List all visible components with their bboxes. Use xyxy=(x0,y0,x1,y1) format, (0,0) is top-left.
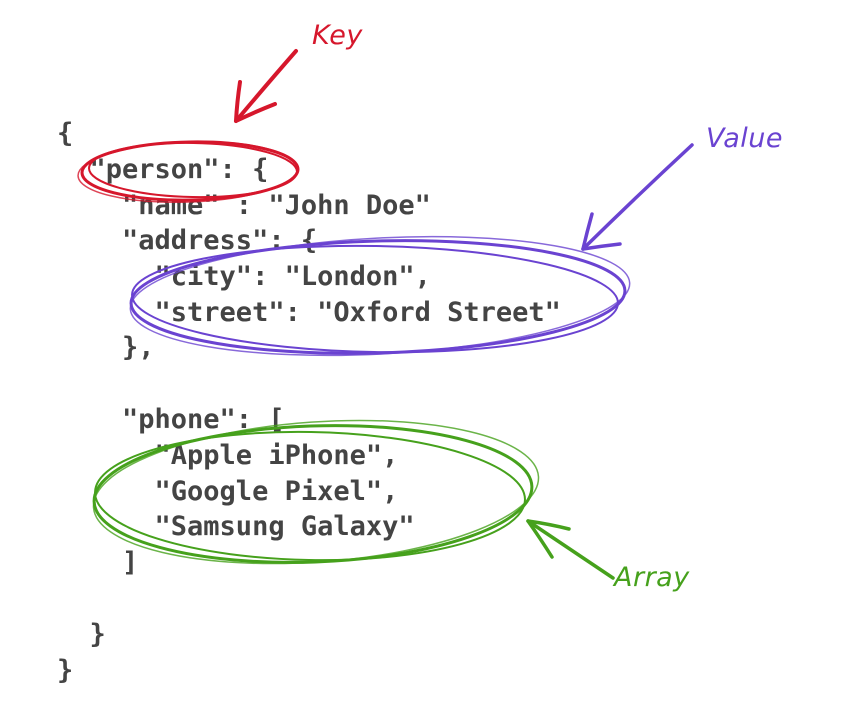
code-line-street: "street": "Oxford Street" xyxy=(57,297,561,328)
code-line-close-brace: } xyxy=(57,655,74,686)
key-label: Key xyxy=(312,20,363,51)
value-label: Value xyxy=(706,123,784,154)
code-line-person: "person": { xyxy=(57,154,269,185)
code-line-google: "Google Pixel", xyxy=(57,476,399,507)
value-arrow xyxy=(581,143,694,251)
code-line-address-close: }, xyxy=(57,332,155,363)
code-line-name: "name" : "John Doe" xyxy=(57,190,431,221)
code-line-address: "address": { xyxy=(57,225,318,256)
array-label: Array xyxy=(614,562,690,593)
code-line-person-close: } xyxy=(57,619,106,650)
code-line-apple: "Apple iPhone", xyxy=(57,440,399,471)
code-line-open-brace: { xyxy=(57,118,74,149)
key-arrow xyxy=(234,49,298,123)
code-line-samsung: "Samsung Galaxy" xyxy=(57,511,415,542)
code-line-array-close: ] xyxy=(57,547,139,578)
code-line-city: "city": "London", xyxy=(57,261,431,292)
code-line-phone: "phone": [ xyxy=(57,404,285,435)
array-arrow xyxy=(526,519,615,580)
